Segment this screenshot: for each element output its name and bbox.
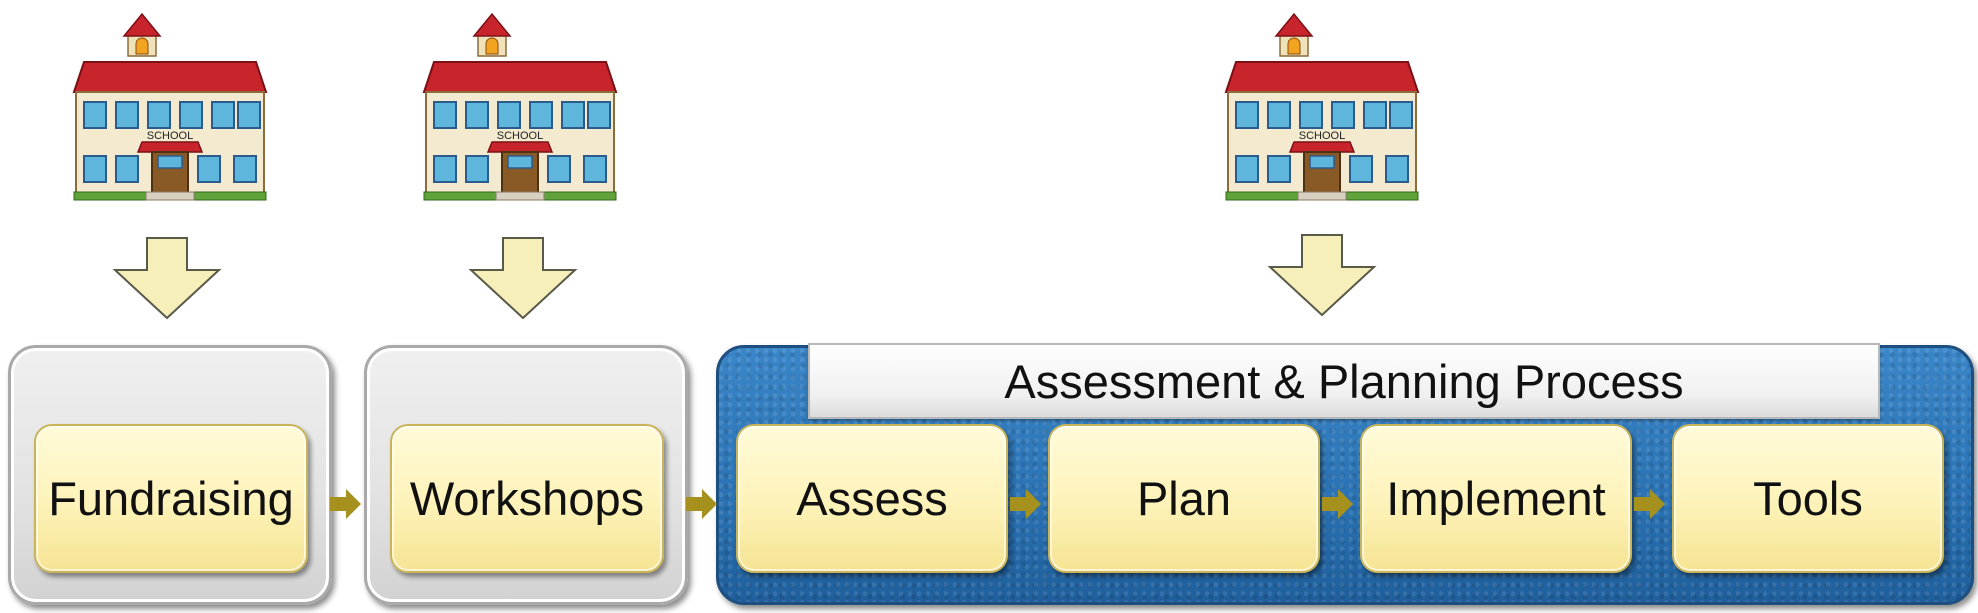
process-title: Assessment & Planning Process	[808, 343, 1880, 419]
down-arrow-icon-2	[468, 237, 578, 320]
step-plan: Plan	[1048, 424, 1320, 573]
step-tools: Tools	[1672, 424, 1944, 573]
school-sign-text: SCHOOL	[497, 130, 543, 142]
school-sign-text: SCHOOL	[147, 130, 193, 142]
school-building-icon-3: SCHOOL	[1224, 12, 1420, 201]
school-sign-text: SCHOOL	[1299, 130, 1345, 142]
right-arrow-icon-4	[1322, 489, 1353, 519]
right-arrow-icon-5	[1634, 489, 1665, 519]
school-building-icon-2: SCHOOL	[422, 12, 618, 201]
right-arrow-icon-1	[330, 489, 361, 519]
down-arrow-icon-1	[112, 237, 222, 320]
right-arrow-icon-2	[686, 489, 717, 519]
step-implement: Implement	[1360, 424, 1632, 573]
step-assess: Assess	[736, 424, 1008, 573]
down-arrow-icon-3	[1267, 234, 1377, 317]
right-arrow-icon-3	[1010, 489, 1041, 519]
school-building-icon-1: SCHOOL	[72, 12, 268, 201]
step-fundraising: Fundraising	[34, 424, 308, 573]
step-workshops: Workshops	[390, 424, 664, 573]
